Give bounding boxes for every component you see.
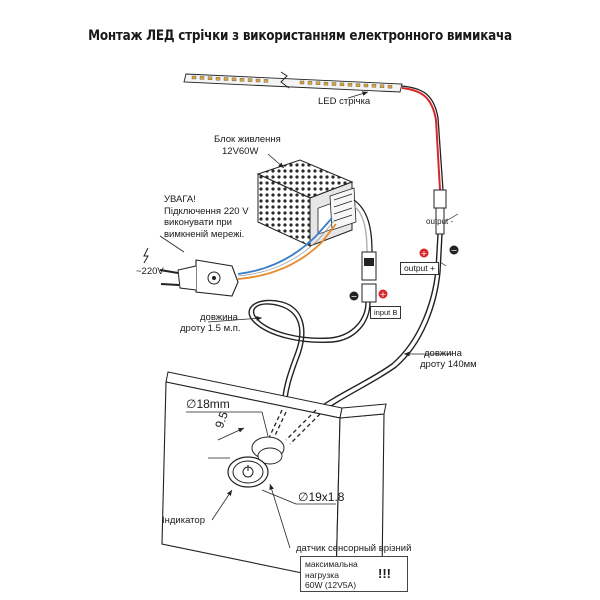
max-load-line: 60W (12V5A): [305, 580, 357, 590]
polarity-minus-icon: −: [349, 291, 359, 301]
warning-text: УВАГА! Підключення 220 V виконувати при …: [164, 194, 249, 240]
indicator-label: Індикатор: [162, 515, 205, 526]
max-load-line: нагрузка: [305, 569, 339, 580]
psu-name-label: Блок живлення: [214, 134, 281, 145]
wire-length-label-2b: дроту 140мм: [420, 359, 477, 370]
polarity-plus-icon: +: [378, 289, 388, 299]
svg-text:−: −: [451, 246, 458, 255]
wire-length-label-1a: довжина: [200, 312, 238, 323]
led-strip-icon: [183, 71, 403, 93]
input-label: input В: [370, 306, 402, 319]
output-minus-label: output -: [426, 217, 454, 226]
plug-icon: [159, 259, 239, 297]
warning-line: вимкненій мережі.: [164, 228, 245, 240]
svg-text:−: −: [351, 292, 358, 301]
svg-text:+: +: [380, 290, 387, 299]
mains-voltage-label: ~220V: [136, 266, 164, 277]
svg-text:+: +: [421, 249, 428, 258]
polarity-plus-icon: +: [419, 248, 429, 258]
power-supply-icon: [256, 159, 357, 247]
outer-diameter-label: ∅18mm: [186, 397, 230, 411]
touch-switch-icon: [227, 436, 285, 488]
led-strip-label: LED стрічка: [318, 96, 371, 107]
max-load-line: максимальна: [305, 559, 358, 569]
diagram-title: Монтаж ЛЕД стрічки з використанням елект…: [88, 28, 512, 44]
psu-rating-label: 12V60W: [222, 146, 259, 157]
warning-line: виконувати при: [164, 217, 232, 228]
exclamation-mark: !!!: [378, 566, 391, 581]
sensor-label: датчик сенсорный врізний: [296, 543, 412, 554]
wire-length-label-2a: довжина: [424, 348, 462, 359]
lightning-icon: [143, 247, 149, 264]
warning-line: Підключення 220 V: [164, 205, 249, 217]
warning-line: УВАГА!: [164, 194, 196, 205]
polarity-minus-icon: −: [449, 245, 459, 255]
max-load-box: максимальна нагрузка 60W (12V5A): [300, 556, 408, 592]
output-plus-label: output +: [400, 262, 439, 275]
hole-diameter-label: ∅19x1.8: [298, 490, 345, 504]
switch-module-icon: [361, 251, 377, 303]
wire-length-label-1b: дроту 1.5 м.п.: [180, 323, 241, 334]
